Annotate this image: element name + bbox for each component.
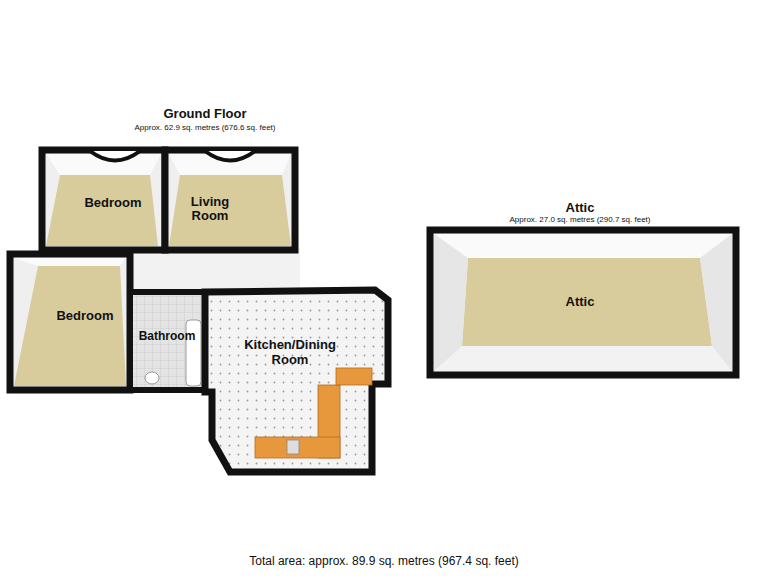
room-area: Living Room	[172, 170, 248, 248]
room-label: Bedroom	[56, 309, 113, 323]
hall-floor	[128, 248, 300, 294]
room-label: Bedroom	[84, 196, 141, 210]
living-room-walls	[165, 150, 295, 250]
room-area: Bedroom	[40, 270, 130, 362]
attic-walls	[430, 230, 736, 375]
room-label: Living Room	[172, 195, 248, 224]
room-area: Bedroom	[55, 160, 171, 246]
floor-heading: Attic	[420, 200, 740, 215]
bedroom-walls	[10, 254, 130, 390]
room-label: Kitchen/Dining Room	[232, 338, 348, 367]
area-note: Approx. 27.0 sq. metres (290.7 sq. feet)	[420, 215, 740, 224]
bathroom-walls	[130, 292, 205, 390]
floor-plan-area: AtticApprox. 27.0 sq. metres (290.7 sq. …	[420, 195, 740, 385]
caption: Total area: approx. 89.9 sq. metres (967…	[0, 554, 768, 568]
floor-plan-area: Ground FloorApprox. 62.9 sq. metres (676…	[0, 100, 410, 485]
kitchen-walls	[205, 290, 388, 472]
room-area: Bathroom	[133, 300, 201, 374]
bedroom-walls	[42, 150, 165, 250]
room-area: Kitchen/Dining Room	[232, 325, 348, 380]
room-label: Attic	[566, 295, 595, 309]
floor-heading: Ground Floor	[0, 106, 410, 121]
room-label: Bathroom	[139, 330, 196, 343]
area-note: Approx. 62.9 sq. metres (676.6 sq. feet)	[0, 123, 410, 132]
room-area: Attic	[465, 262, 695, 342]
